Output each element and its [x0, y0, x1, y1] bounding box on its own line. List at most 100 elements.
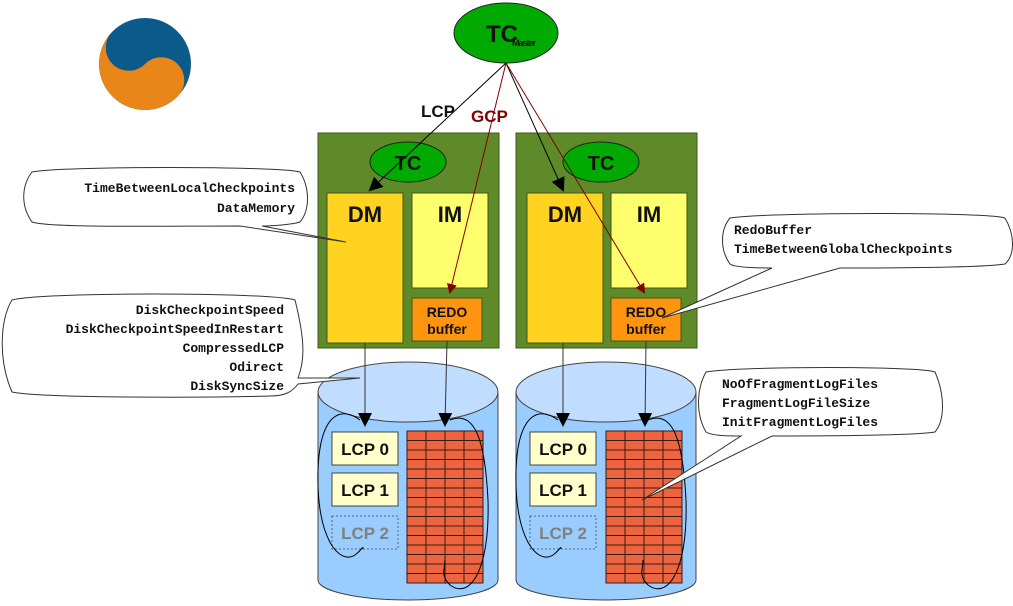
- disk-1-lcp-1-label: LCP 1: [341, 481, 389, 500]
- fragment-log-cell: [425, 535, 446, 546]
- disk-2-lcp-0: [529, 431, 597, 466]
- fragment-log-cell: [406, 487, 427, 498]
- disk-1-lcp-1: [331, 472, 399, 507]
- fragment-log-cell: [463, 516, 484, 527]
- fragment-log-cell: [425, 487, 446, 498]
- node-1-im-block: [411, 192, 489, 289]
- fragment-log-cell: [624, 535, 645, 546]
- fragment-log-cell: [444, 525, 465, 536]
- fragment-log-cell: [605, 535, 626, 546]
- callout-disk-line-3: CompressedLCP: [183, 341, 285, 356]
- fragment-log-cell: [605, 478, 626, 489]
- fragment-log-cell: [406, 497, 427, 508]
- fragment-log-cell: [605, 468, 626, 479]
- fragment-log-cell: [444, 478, 465, 489]
- fragment-log-cell: [643, 573, 664, 584]
- fragment-log-cell: [605, 459, 626, 470]
- fragment-log-cell: [444, 573, 465, 584]
- fragment-log-cell: [643, 544, 664, 555]
- fragment-log-cell: [643, 468, 664, 479]
- fragment-log-cell: [662, 506, 683, 517]
- fragment-log-cell: [444, 440, 465, 451]
- fragment-log-cell: [624, 525, 645, 536]
- fragment-log-cell: [463, 525, 484, 536]
- gcp-label: GCP: [471, 107, 508, 126]
- fragment-log-cell: [406, 430, 427, 441]
- fragment-log-cell: [605, 544, 626, 555]
- fragment-log-cell: [605, 430, 626, 441]
- callout-disk-line-5: DiskSyncSize: [190, 379, 284, 394]
- fragment-log-cell: [406, 554, 427, 565]
- node-2-redo-sublabel: buffer: [626, 321, 666, 337]
- callout-redo-line-1: RedoBuffer: [734, 223, 812, 238]
- disk-2-lcp-0-label: LCP 0: [539, 440, 587, 459]
- fragment-log-cell: [425, 573, 446, 584]
- fragment-log-cell: [624, 449, 645, 460]
- fragment-log-cell: [463, 535, 484, 546]
- fragment-log-cell: [624, 468, 645, 479]
- fragment-log-cell: [662, 449, 683, 460]
- fragment-log-cell: [662, 544, 683, 555]
- node-1-redo-sublabel: buffer: [427, 321, 467, 337]
- node-2-im-block: [610, 192, 688, 289]
- fragment-log-cell: [406, 440, 427, 451]
- fragment-log-cell: [444, 535, 465, 546]
- fragment-log-cell: [662, 430, 683, 441]
- fragment-log-cell: [662, 516, 683, 527]
- fragment-log-cell: [425, 563, 446, 574]
- fragment-log-cell: [605, 440, 626, 451]
- fragment-log-cell: [643, 525, 664, 536]
- tc-master-label: TC: [486, 21, 518, 48]
- fragment-log-cell: [406, 459, 427, 470]
- node-2-tc-label: TC: [588, 153, 615, 175]
- disk-1-fragment-log-grid: [406, 430, 484, 584]
- fragment-log-cell: [605, 506, 626, 517]
- fragment-log-cell: [662, 487, 683, 498]
- fragment-log-cell: [444, 487, 465, 498]
- fragment-log-cell: [463, 449, 484, 460]
- fragment-log-cell: [624, 478, 645, 489]
- lcp-arrow-node-1: [368, 62, 507, 192]
- fragment-log-cell: [463, 573, 484, 584]
- fragment-log-cell: [605, 554, 626, 565]
- fragment-log-cell: [662, 554, 683, 565]
- fragment-log-cell: [624, 440, 645, 451]
- fragment-log-cell: [624, 516, 645, 527]
- fragment-log-cell: [406, 506, 427, 517]
- callout-fragment-log: NoOfFragmentLogFiles FragmentLogFileSize…: [641, 367, 943, 501]
- fragment-log-cell: [406, 449, 427, 460]
- fragment-log-cell: [624, 459, 645, 470]
- fragment-log-cell: [444, 497, 465, 508]
- fragment-log-cell: [605, 563, 626, 574]
- fragment-log-cell: [425, 478, 446, 489]
- node-1-redo-label: REDO: [427, 304, 468, 320]
- fragment-log-cell: [463, 544, 484, 555]
- disk-2-lcp-1: [529, 472, 597, 507]
- callout-fragment-line-2: FragmentLogFileSize: [722, 396, 870, 411]
- disk-2-lcp-2: [529, 515, 597, 550]
- fragment-log-cell: [605, 449, 626, 460]
- callout-redo-buffer: RedoBuffer TimeBetweenGlobalCheckpoints: [661, 213, 1013, 319]
- callout-disk-checkpoint: DiskCheckpointSpeed DiskCheckpointSpeedI…: [1, 293, 361, 398]
- fragment-log-cell: [662, 459, 683, 470]
- fragment-log-cell: [463, 430, 484, 441]
- fragment-log-cell: [444, 468, 465, 479]
- fragment-log-cell: [643, 440, 664, 451]
- callout-redo-line-2: TimeBetweenGlobalCheckpoints: [734, 242, 953, 257]
- fragment-log-cell: [406, 544, 427, 555]
- callout-local-checkpoint: TimeBetweenLocalCheckpoints DataMemory: [23, 167, 347, 243]
- disk-1-lcp-0: [331, 431, 399, 466]
- fragment-log-cell: [463, 478, 484, 489]
- fragment-log-cell: [463, 459, 484, 470]
- fragment-log-cell: [662, 535, 683, 546]
- fragment-log-cell: [406, 535, 427, 546]
- fragment-log-cell: [624, 430, 645, 441]
- fragment-log-cell: [444, 563, 465, 574]
- callout-fragment-line-1: NoOfFragmentLogFiles: [722, 377, 878, 392]
- callout-disk-line-1: DiskCheckpointSpeed: [136, 303, 284, 318]
- fragment-log-cell: [406, 516, 427, 527]
- fragment-log-cell: [643, 554, 664, 565]
- callout-disk-line-2: DiskCheckpointSpeedInRestart: [66, 322, 284, 337]
- callout-disk-line-4: Odirect: [229, 360, 284, 375]
